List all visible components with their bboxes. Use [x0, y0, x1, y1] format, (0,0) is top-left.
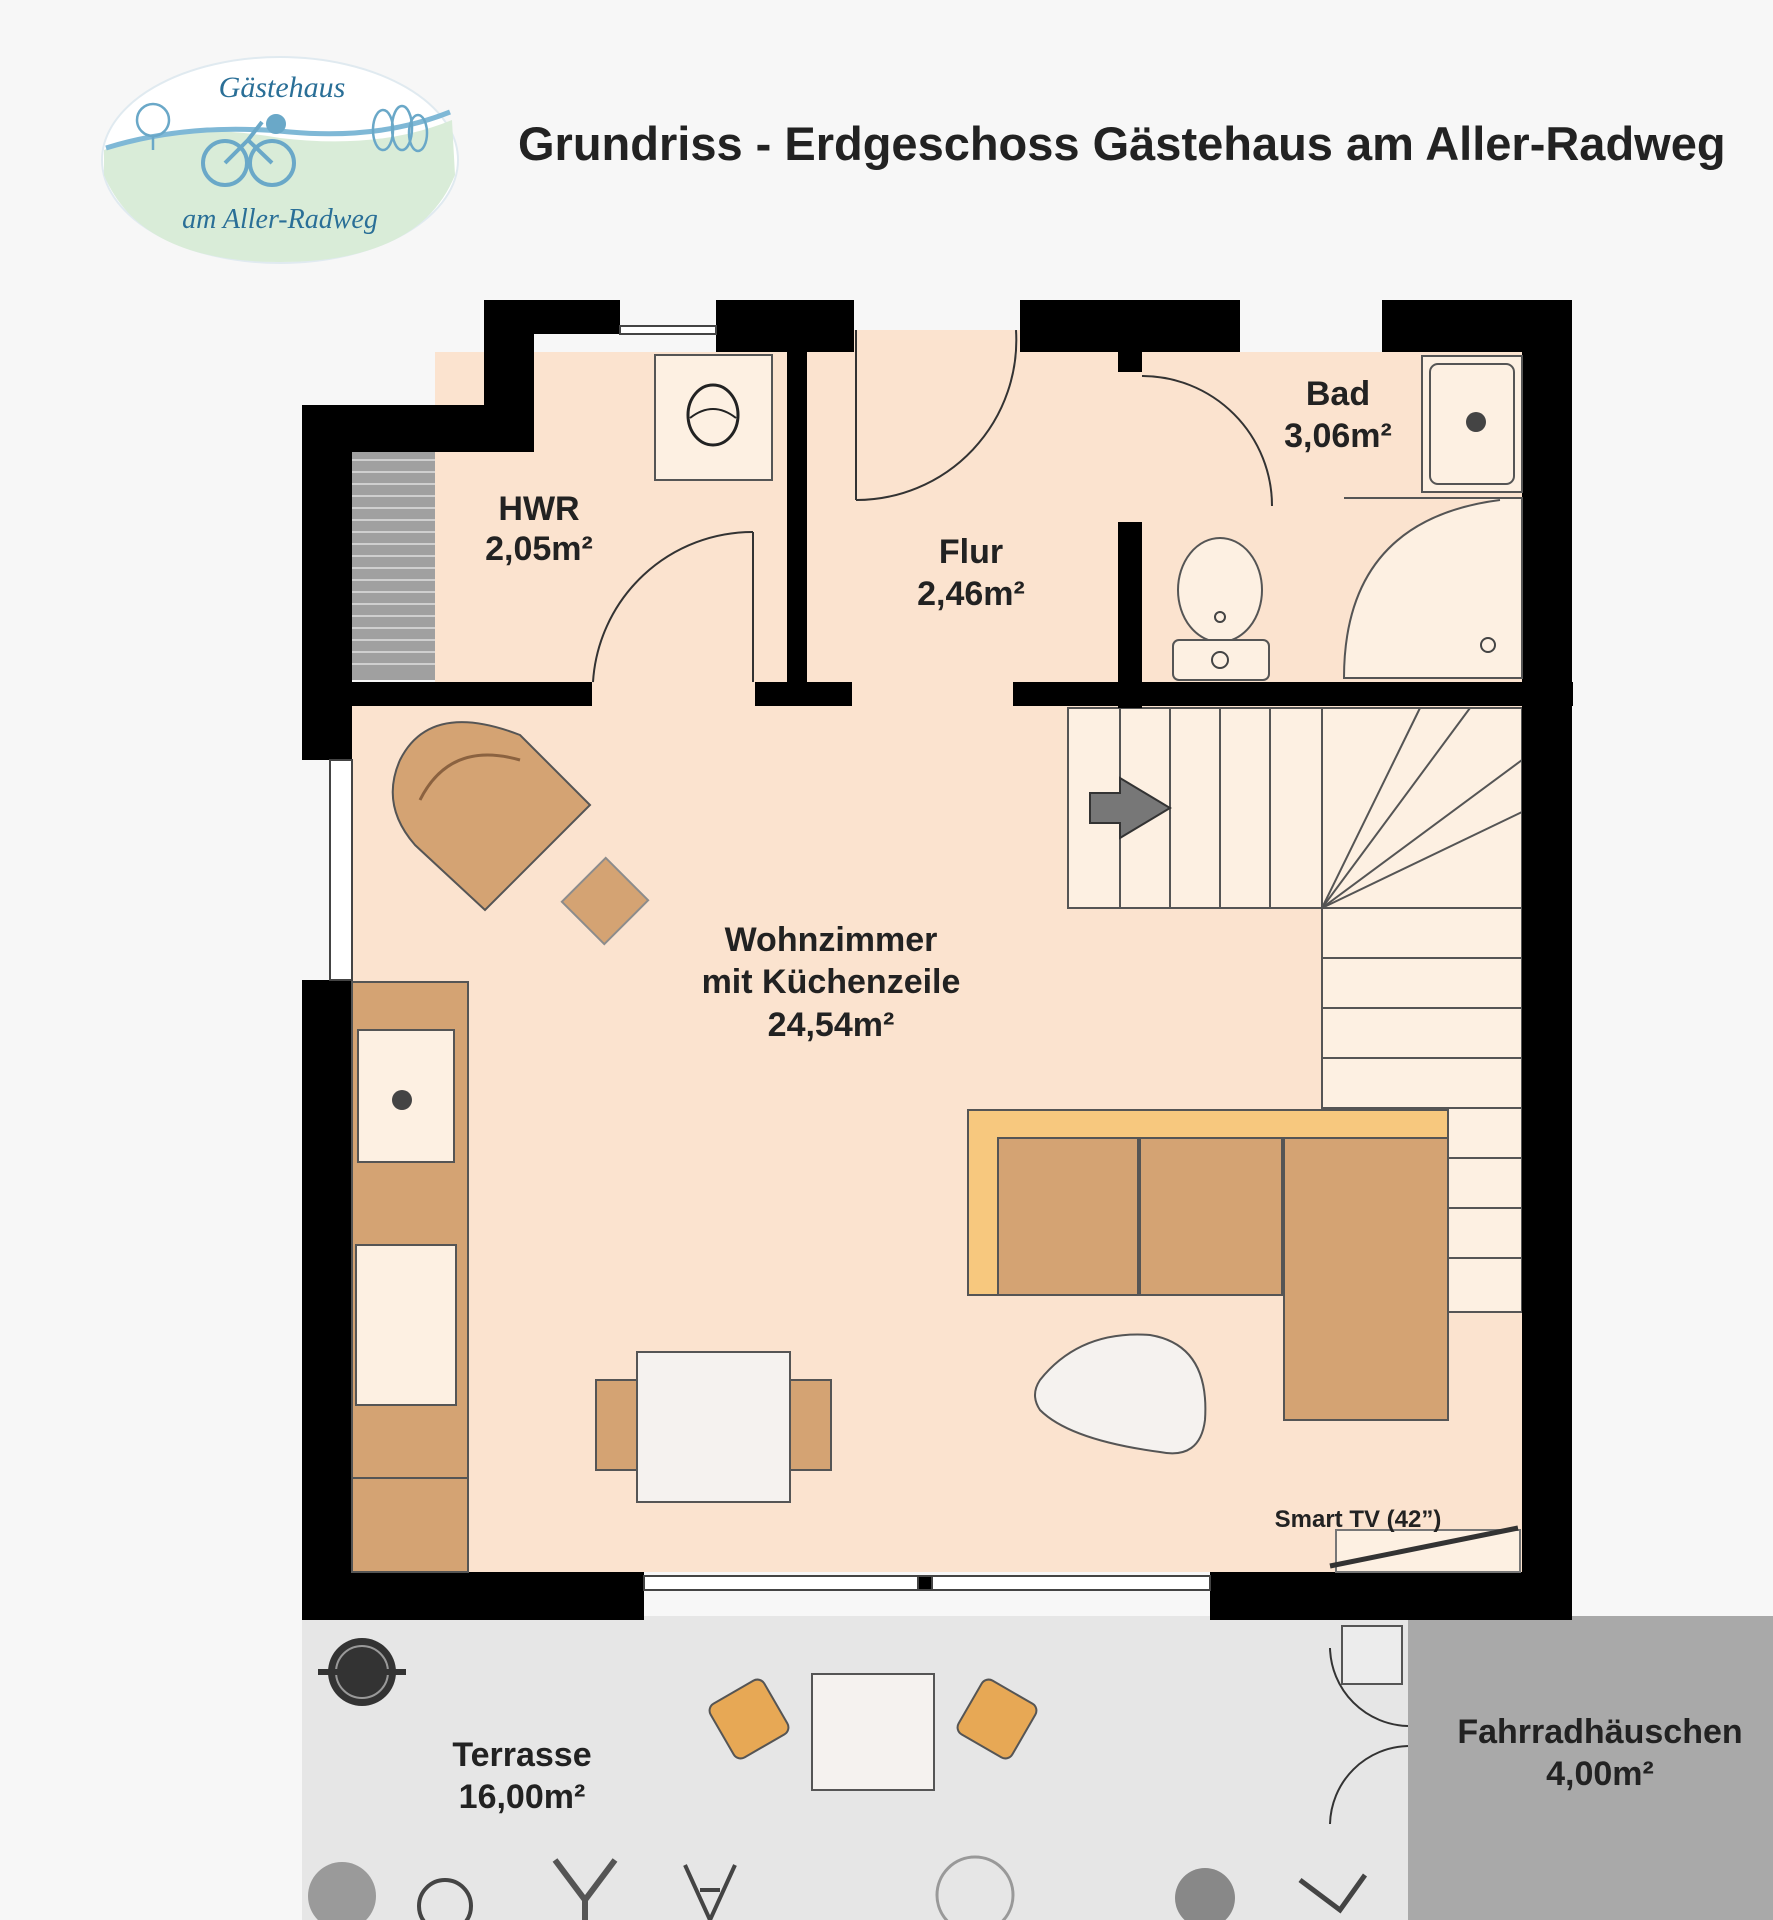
toilet	[1172, 537, 1270, 681]
page-title: Grundriss - Erdgeschoss Gästehaus am All…	[518, 117, 1726, 170]
washing-machine	[654, 354, 773, 481]
room-label-hwr: HWR 2,05m²	[485, 490, 593, 568]
shed-window	[1341, 1625, 1403, 1685]
room-label-wohnzimmer: Wohnzimmer mit Küchenzeile 24,54m²	[702, 921, 961, 1044]
room-area-bad: 3,06m²	[1284, 417, 1392, 455]
door-swings	[592, 329, 1409, 1825]
sofa	[967, 1109, 1449, 1421]
side-table	[560, 856, 650, 946]
room-area-flur: 2,46m²	[917, 575, 1025, 613]
tv-icon	[1329, 1525, 1521, 1573]
room-name-terrasse: Terrasse	[452, 1736, 591, 1774]
bike-shed	[1408, 1616, 1773, 1920]
room-name-flur: Flur	[939, 533, 1003, 571]
room-label-bad: Bad 3,06m²	[1284, 375, 1392, 455]
shower	[1342, 497, 1523, 679]
room-label-flur: Flur 2,46m²	[917, 533, 1025, 613]
dining-table	[595, 1351, 832, 1503]
room-name-fahrradhaeuschen: Fahrradhäuschen	[1457, 1713, 1742, 1751]
kitchen-counter	[351, 981, 469, 1573]
terrace-table	[708, 1673, 1038, 1791]
room-area-wohnzimmer: 24,54m²	[768, 1006, 895, 1044]
windows	[329, 325, 1211, 1591]
room-area-terrasse: 16,00m²	[459, 1778, 586, 1816]
tv-label: Smart TV (42”)	[1275, 1506, 1442, 1533]
room-area-fahrradhaeuschen: 4,00m²	[1546, 1755, 1654, 1793]
room-name-wohnzimmer-line2: mit Küchenzeile	[702, 963, 961, 1001]
stair-arrow-icon	[1089, 776, 1172, 840]
cyclist-icon	[201, 114, 296, 187]
logo-text-line2: am Aller-Radweg	[182, 204, 378, 235]
rug	[1034, 1333, 1207, 1455]
room-label-fahrradhaeuschen: Fahrradhäuschen 4,00m²	[1457, 1713, 1742, 1793]
walls	[302, 300, 1573, 1620]
room-name-bad: Bad	[1306, 375, 1370, 413]
radiator	[352, 448, 435, 680]
room-name-hwr: HWR	[498, 490, 579, 528]
plant-icon	[308, 1855, 1368, 1920]
room-area-hwr: 2,05m²	[485, 530, 593, 568]
grill-icon	[318, 1638, 406, 1706]
bathroom-sink	[1421, 355, 1523, 493]
room-name-wohnzimmer-line1: Wohnzimmer	[725, 921, 938, 959]
armchair	[391, 721, 592, 912]
logo: Gästehaus am Aller-Radweg	[101, 56, 459, 264]
logo-text-line1: Gästehaus	[219, 71, 346, 104]
room-label-terrasse: Terrasse 16,00m²	[452, 1736, 591, 1816]
tree-icon	[135, 102, 429, 153]
